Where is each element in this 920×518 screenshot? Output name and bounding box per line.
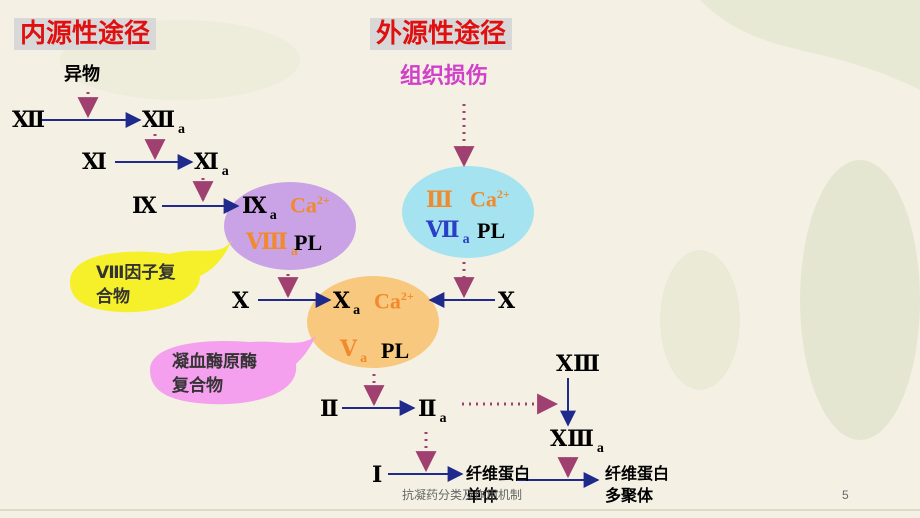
calcium-ion-xa: Ca2+: [374, 288, 414, 314]
factor-x-right: Ⅹ: [498, 288, 516, 313]
slide-page-number: 5: [842, 488, 849, 502]
viii-complex-text: Ⅷ因子复合物: [96, 263, 176, 307]
factor-xiii: ⅩⅢ: [556, 351, 600, 376]
tissue-injury-label: 组织损伤: [400, 64, 489, 89]
factor-iii: Ⅲ: [426, 187, 453, 212]
calcium-ion-ixa: Ca2+: [290, 192, 330, 218]
decorative-foliage: [660, 250, 740, 390]
factor-ii: Ⅱ: [320, 396, 339, 421]
extrinsic-complex-ellipse: [402, 166, 534, 258]
phospholipid-ixa: PL: [294, 230, 323, 255]
phospholipid-xa: PL: [381, 338, 410, 363]
fibrin-polymer-label: 纤维蛋白多聚体: [605, 464, 670, 506]
factor-i: Ⅰ: [372, 462, 383, 487]
phospholipid-extrinsic: PL: [477, 218, 506, 243]
fibrin-monomer-label: 纤维蛋白单体: [466, 464, 531, 506]
intrinsic-pathway-title: 内源性途径: [14, 18, 157, 50]
ixa-complex-ellipse: [224, 182, 356, 270]
viii-complex-callout: [70, 240, 232, 313]
factor-xii: Ⅻ: [12, 107, 46, 132]
factor-xi: Ⅺ: [82, 149, 107, 174]
prothrombinase-text: 凝血酶原酶复合物: [172, 352, 257, 396]
factor-x-left: Ⅹ: [232, 288, 250, 313]
factor-ix: Ⅸ: [132, 193, 157, 218]
prothrombinase-ellipse: [307, 276, 439, 368]
decorative-foliage: [800, 160, 920, 440]
prothrombinase-callout: [150, 336, 316, 405]
foreign-body-label: 异物: [64, 64, 100, 85]
decorative-foliage: [700, 0, 920, 90]
extrinsic-pathway-title: 外源性途径: [370, 18, 513, 50]
slide-footer-caption: 抗凝药分类及作用机制: [402, 488, 523, 502]
calcium-ion-extrinsic: Ca2+: [470, 186, 510, 212]
